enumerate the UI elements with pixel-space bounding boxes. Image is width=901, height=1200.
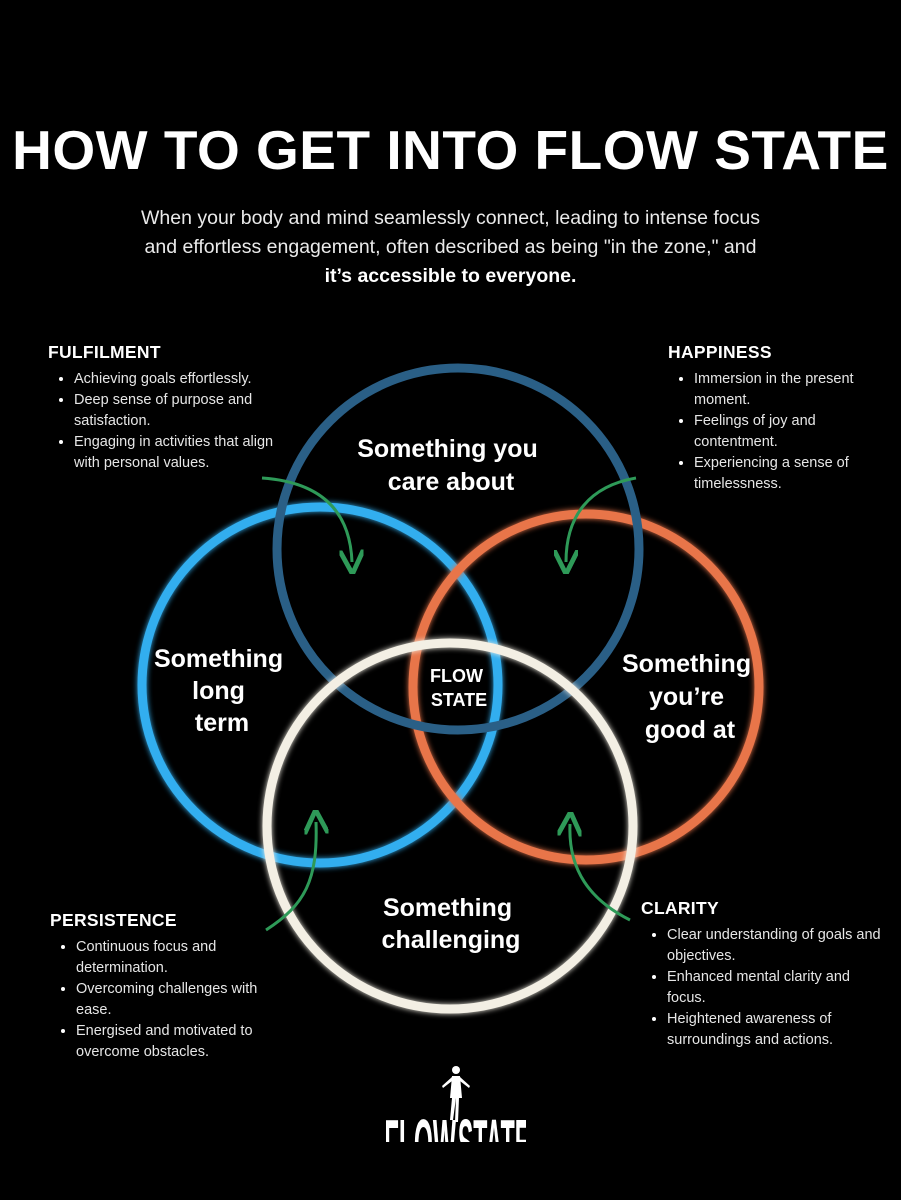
label-long-term-line-2: long [192,677,245,705]
subtitle-line-1: When your body and mind seamlessly conne… [141,207,760,229]
subtitle: When your body and mind seamlessly conne… [100,204,801,291]
happiness-heading: HAPPINESS [668,342,772,362]
runner-icon [442,1066,470,1122]
circle-long-term [137,502,503,868]
label-good-at: Something you’re good at [622,650,758,744]
list-item: Continuous focus and determination. [76,937,280,979]
label-good-at-line-3: good at [645,716,736,744]
persistence-heading: PERSISTENCE [50,910,177,930]
clarity-list: Clear understanding of goals and objecti… [641,925,881,1051]
subtitle-line-2: and effortless engagement, often describ… [144,236,757,258]
label-flow-state-line-2: STATE [431,690,487,710]
persistence-list: Continuous focus and determination. Over… [50,937,280,1063]
arrow-fulfilment [261,476,352,562]
logo-text-state: STATE [458,1106,526,1142]
label-challenging: Something challenging [382,894,521,954]
arrow-persistence [265,822,316,932]
list-item: Clear understanding of goals and objecti… [667,925,881,967]
label-good-at-line-1: Something [622,650,751,678]
subtitle-line-3: it’s accessible to everyone. [324,265,577,287]
label-long-term-line-3: term [195,709,249,737]
fulfilment-heading: FULFILMENT [48,342,161,362]
circle-care-about [272,363,644,735]
list-item: Overcoming challenges with ease. [76,979,280,1021]
list-item: Experiencing a sense of timelessness. [694,453,888,495]
label-flow-state-line-1: FLOW [430,666,483,686]
clarity-heading: CLARITY [641,898,719,918]
fulfilment-list: Achieving goals effortlessly. Deep sense… [48,369,278,474]
label-care-line-2: care about [388,468,515,496]
label-challenging-line-1: Something [383,894,512,922]
label-long-term-line-1: Something [154,645,283,673]
label-care-about: Something you care about [357,435,545,496]
list-item: Energised and motivated to overcome obst… [76,1021,280,1063]
happiness-block: HAPPINESS Immersion in the present momen… [668,342,888,495]
flow-state-logo: FLOW STATE [386,1066,526,1142]
arrow-happiness [566,476,637,562]
logo-text-flow: FLOW [386,1106,456,1142]
label-long-term: Something long term [154,645,290,737]
list-item: Feelings of joy and contentment. [694,411,888,453]
list-item: Heightened awareness of surroundings and… [667,1009,881,1051]
list-item: Engaging in activities that align with p… [74,432,278,474]
list-item: Deep sense of purpose and satisfaction. [74,390,278,432]
happiness-list: Immersion in the present moment. Feeling… [668,369,888,495]
circle-good-at [408,509,764,865]
page-title: HOW TO GET INTO FLOW STATE [12,119,889,181]
arrow-clarity [570,824,631,922]
list-item: Achieving goals effortlessly. [74,369,278,390]
list-item: Enhanced mental clarity and focus. [667,967,881,1009]
fulfilment-block: FULFILMENT Achieving goals effortlessly.… [48,342,278,474]
clarity-block: CLARITY Clear understanding of goals and… [641,898,881,1051]
label-care-line-1: Something you [357,435,538,463]
label-good-at-line-2: you’re [649,683,724,711]
label-challenging-line-2: challenging [382,926,521,954]
persistence-block: PERSISTENCE Continuous focus and determi… [50,910,280,1063]
label-flow-state: FLOW STATE [430,666,488,710]
list-item: Immersion in the present moment. [694,369,888,411]
circle-challenging [262,638,638,1014]
